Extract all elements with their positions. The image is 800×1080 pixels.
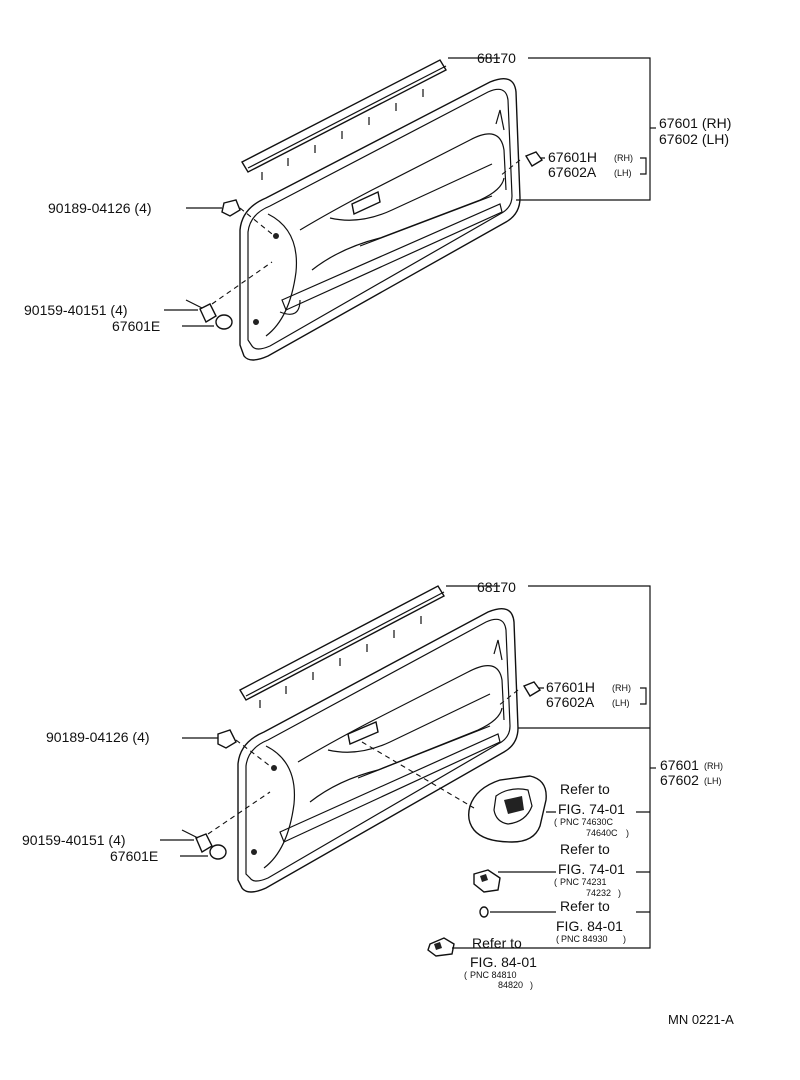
bottom-door-board-drawing: [237, 608, 519, 893]
ref3-pnc-1: PNC 84930: [561, 934, 608, 944]
ref4-fig: FIG. 84-01: [470, 954, 537, 970]
bottom-retainer-label: 90189-04126 (4): [46, 729, 150, 745]
ref1-pnc-1: PNC 74630C: [560, 817, 614, 827]
bottom-screw-label: 90159-40151 (4): [22, 832, 126, 848]
ref4-pnc-2: 84820: [498, 980, 523, 990]
bottom-clip-lh-side: (LH): [612, 698, 630, 708]
bottom-board-lh-label: 67602: [660, 772, 699, 788]
top-clip-lh-label: 67602A: [548, 164, 597, 180]
ref2-pnc-2: 74232: [586, 888, 611, 898]
bottom-clip-rh-side: (RH): [612, 683, 631, 693]
bottom-weatherstrip-label: 68170: [477, 579, 516, 595]
ref4-paren-close: ): [530, 980, 533, 990]
bottom-weatherstrip-drawing: [239, 585, 445, 708]
ref2-pnc-1: PNC 74231: [560, 877, 607, 887]
ref1-pnc-2: 74640C: [586, 828, 618, 838]
top-screw-label: 90159-40151 (4): [24, 302, 128, 318]
top-weatherstrip-drawing: [241, 59, 447, 180]
top-cap-label: 67601E: [112, 318, 160, 334]
bottom-hardware-drawing: [181, 681, 547, 957]
bottom-board-rh-side: (RH): [704, 761, 723, 771]
ref2-paren-close: ): [618, 888, 621, 898]
top-hardware-drawing: [185, 151, 544, 330]
ref1-paren-close: ): [626, 828, 629, 838]
bottom-board-rh-label: 67601: [660, 757, 699, 773]
top-clip-lh-side: (LH): [614, 168, 632, 178]
ref-switch: Refer to FIG. 84-01 ( PNC 84930 ): [556, 898, 626, 944]
top-door-board-drawing: [239, 78, 521, 361]
top-assembly: 68170 67601 (RH) 67602 (LH) 67601H (RH) …: [24, 50, 731, 361]
ref3-refer: Refer to: [560, 898, 610, 914]
ref1-paren-open: (: [554, 817, 557, 827]
top-board-rh-label: 67601 (RH): [659, 115, 731, 131]
top-weatherstrip-label: 68170: [477, 50, 516, 66]
ref1-fig: FIG. 74-01: [558, 801, 625, 817]
ref4-pnc-1: PNC 84810: [470, 970, 517, 980]
ref4-refer: Refer to: [472, 935, 522, 951]
bottom-cap-label: 67601E: [110, 848, 158, 864]
ref2-refer: Refer to: [560, 841, 610, 857]
ref3-fig: FIG. 84-01: [556, 918, 623, 934]
bottom-assembly: 68170 67601H (RH) 67602A (LH) 90189-0412…: [22, 579, 723, 990]
ref2-paren-open: (: [554, 877, 557, 887]
bottom-clip-rh-label: 67601H: [546, 679, 595, 695]
diagram-code: MN 0221-A: [668, 1012, 734, 1027]
top-clip-rh-side: (RH): [614, 153, 633, 163]
ref-inside-handle: Refer to FIG. 74-01 ( PNC 74630C 74640C …: [554, 781, 629, 838]
ref2-fig: FIG. 74-01: [558, 861, 625, 877]
ref3-paren-close: ): [623, 934, 626, 944]
top-clip-rh-label: 67601H: [548, 149, 597, 165]
ref-lock-knob: Refer to FIG. 74-01 ( PNC 74231 74232 ): [554, 841, 625, 898]
bottom-clip-lh-label: 67602A: [546, 694, 595, 710]
ref3-paren-open: (: [556, 934, 559, 944]
ref4-paren-open: (: [464, 970, 467, 980]
bottom-board-lh-side: (LH): [704, 776, 722, 786]
ref-regulator-handle: Refer to FIG. 84-01 ( PNC 84810 84820 ): [464, 935, 537, 990]
ref1-refer: Refer to: [560, 781, 610, 797]
top-retainer-label: 90189-04126 (4): [48, 200, 152, 216]
top-board-lh-label: 67602 (LH): [659, 131, 729, 147]
